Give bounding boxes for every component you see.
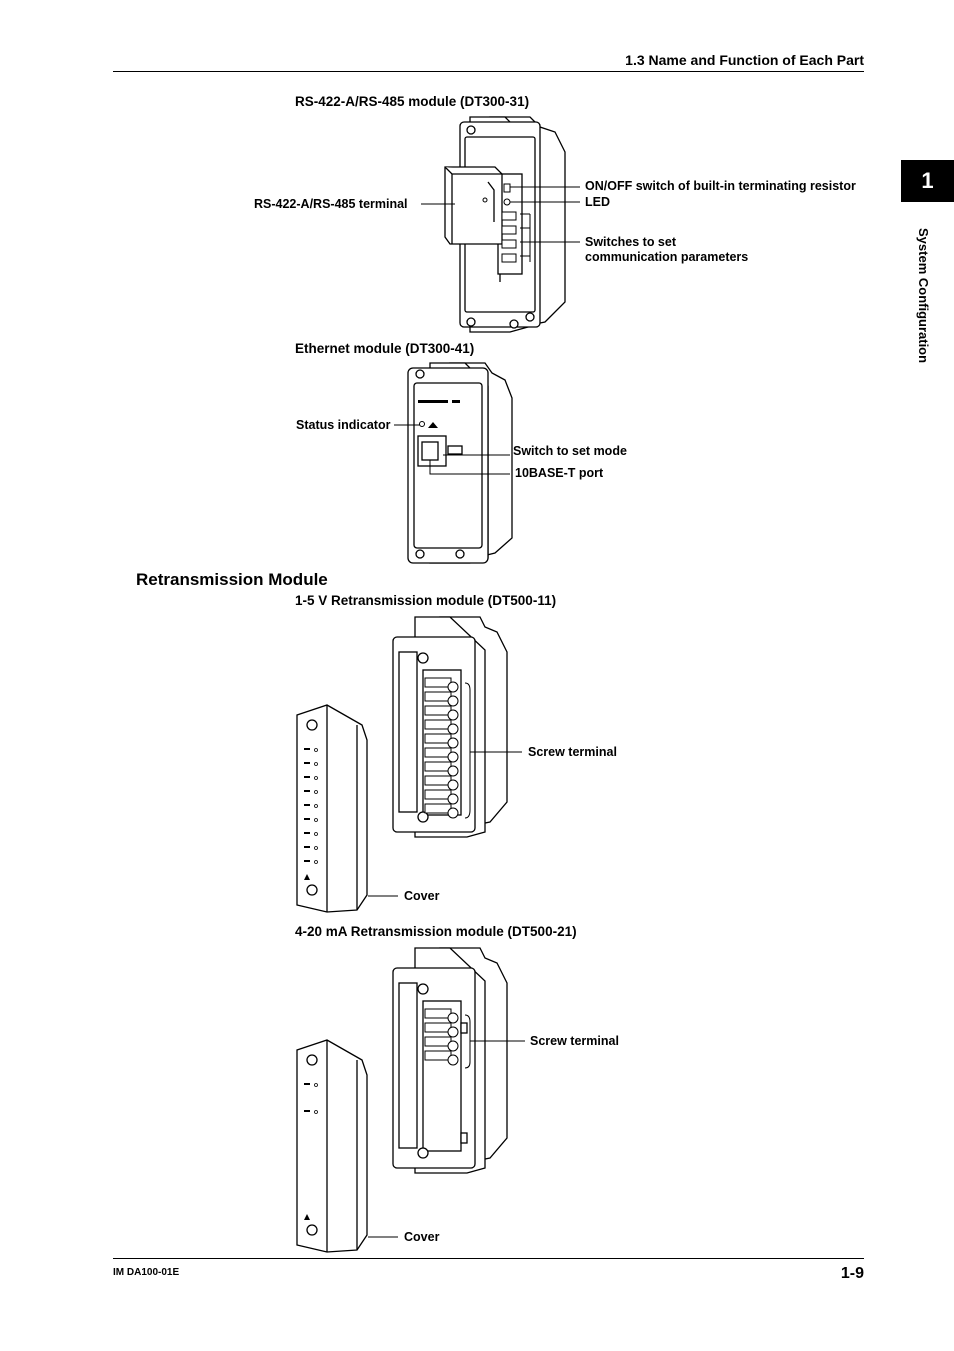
retrans-v-cover-drawing bbox=[296, 704, 368, 913]
retrans-ma-screw-label: Screw terminal bbox=[530, 1034, 619, 1048]
retrans-v-terminal-drawing bbox=[392, 616, 508, 838]
comm-params-label-2: communication parameters bbox=[585, 250, 749, 264]
rs422-module-drawing bbox=[444, 116, 566, 333]
retrans-ma-caption: 4-20 mA Retransmission module (DT500-21) bbox=[295, 924, 577, 939]
retrans-v-screw-label: Screw terminal bbox=[528, 745, 617, 759]
ethernet-module-drawing bbox=[407, 362, 513, 564]
footer-page-number: 1-9 bbox=[840, 1265, 864, 1282]
footer-doc-id: IM DA100-01E bbox=[113, 1267, 180, 1278]
rs422-caption: RS-422-A/RS-485 module (DT300-31) bbox=[295, 94, 530, 109]
comm-params-label-1: Switches to set bbox=[585, 235, 676, 249]
page-header-title: 1.3 Name and Function of Each Part bbox=[625, 52, 864, 68]
retrans-v-cover-label: Cover bbox=[404, 889, 440, 903]
led-label: LED bbox=[585, 195, 610, 209]
retrans-ma-cover-drawing bbox=[296, 1039, 368, 1253]
mode-switch-label: Switch to set mode bbox=[513, 444, 627, 458]
status-indicator-label: Status indicator bbox=[296, 418, 391, 432]
section-title: Retransmission Module bbox=[136, 570, 328, 589]
retrans-ma-terminal-drawing bbox=[392, 947, 508, 1174]
footer-rule bbox=[113, 1258, 864, 1259]
ethernet-caption: Ethernet module (DT300-41) bbox=[295, 341, 475, 356]
chapter-tab: 1 bbox=[901, 160, 954, 202]
chapter-title: System Configuration bbox=[916, 228, 931, 364]
terminating-switch-label: ON/OFF switch of built-in terminating re… bbox=[585, 179, 856, 193]
10base-t-port-label: 10BASE-T port bbox=[515, 466, 604, 480]
rs422-terminal-label: RS-422-A/RS-485 terminal bbox=[254, 197, 408, 211]
header-rule bbox=[113, 71, 864, 72]
retrans-v-caption: 1-5 V Retransmission module (DT500-11) bbox=[295, 593, 557, 608]
retrans-ma-cover-label: Cover bbox=[404, 1230, 440, 1244]
